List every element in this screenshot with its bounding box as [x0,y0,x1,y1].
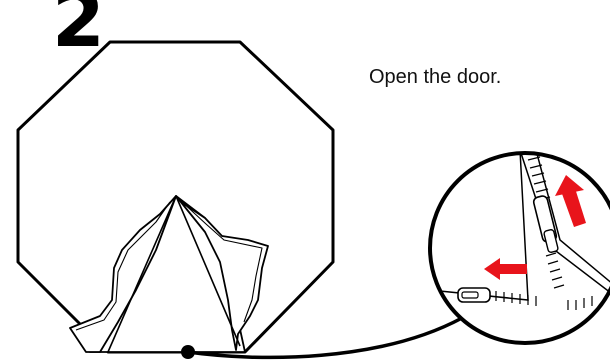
zipper-detail-inset [430,150,610,360]
callout-dot [181,345,195,359]
